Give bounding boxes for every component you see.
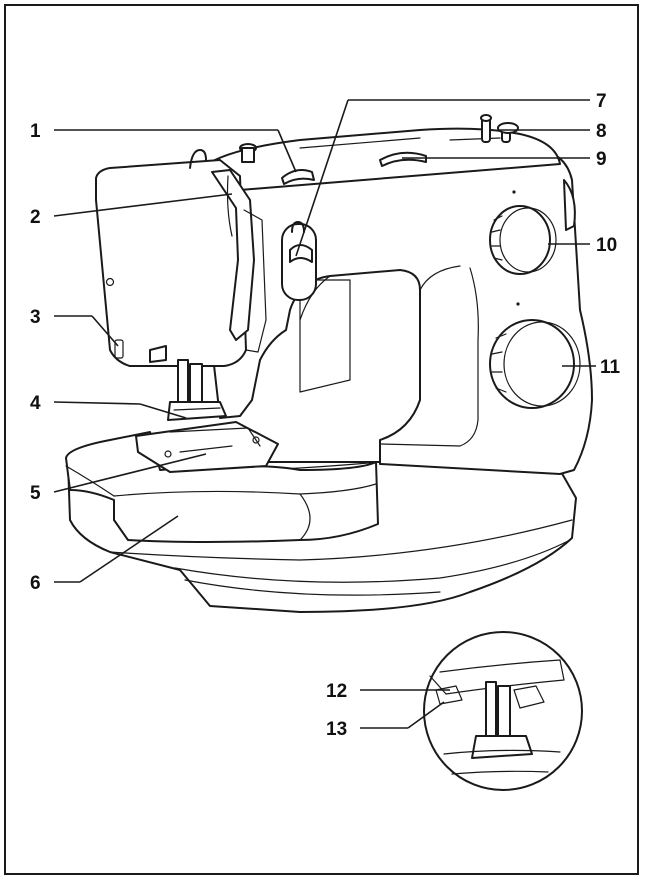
- inset-presser-foot-detail: [424, 632, 582, 790]
- callout-7: 7: [596, 91, 607, 112]
- callout-10: 10: [596, 235, 617, 256]
- callout-6: 6: [30, 573, 41, 594]
- spool-pin: [481, 115, 491, 142]
- callout-13: 13: [326, 719, 347, 740]
- callout-9: 9: [596, 149, 607, 170]
- callout-11: 11: [600, 357, 621, 378]
- callout-1: 1: [30, 121, 41, 142]
- needle-plate: [136, 422, 278, 472]
- leader-line-4: [54, 402, 140, 404]
- callout-12: 12: [326, 681, 347, 702]
- callout-8: 8: [596, 121, 607, 142]
- callout-5: 5: [30, 483, 41, 504]
- bobbin-winder-stopper: [282, 222, 316, 300]
- callout-4: 4: [30, 393, 41, 414]
- top-knob: [240, 144, 256, 162]
- callout-2: 2: [30, 207, 41, 228]
- callout-3: 3: [30, 307, 41, 328]
